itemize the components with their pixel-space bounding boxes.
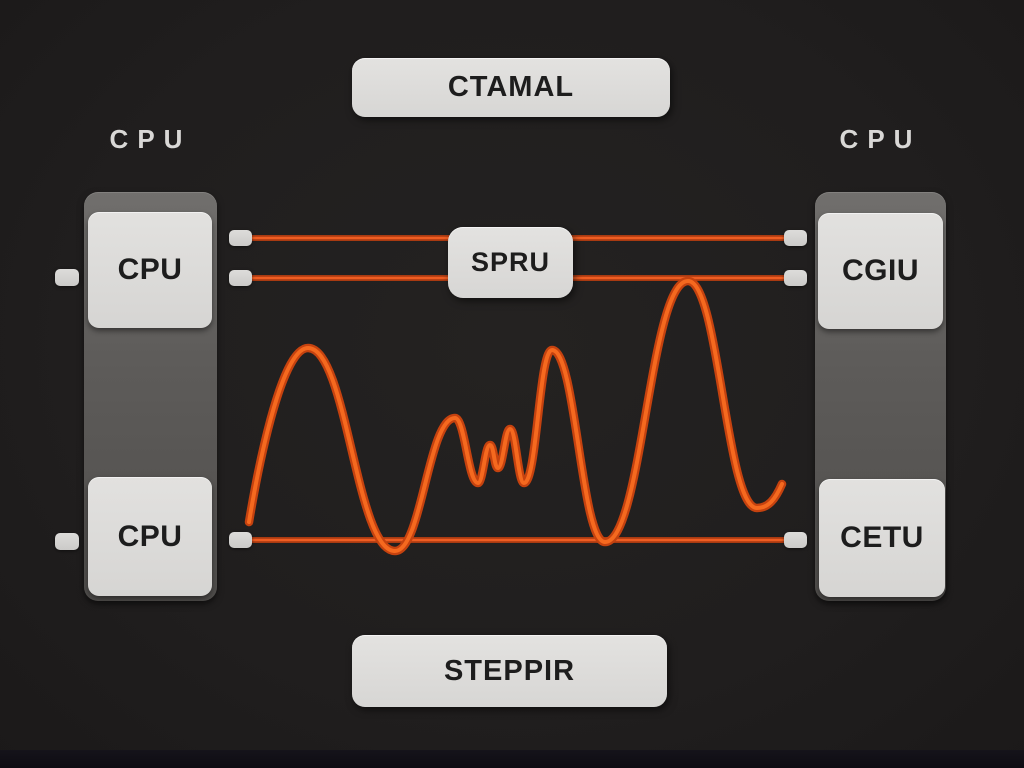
bus-label-text: SPRU [470,247,550,277]
right-column-title: CPU [839,124,922,154]
right-bottom-chip-label: CETU [840,521,924,554]
connector-pin [784,270,807,286]
right-top-chip: CGIU [818,213,943,329]
bottom-edge-strip [0,750,1024,768]
right-bottom-chip: CETU [819,479,945,597]
connector-pin [229,532,252,548]
top-label-text: CTAMAL [447,71,575,103]
top-label-box: CTAMAL [352,58,670,117]
connector-pin [229,230,252,246]
left-top-chip-label: CPU [117,253,183,286]
left-bottom-chip-label: CPU [117,519,183,553]
left-column-title: CPU [109,124,192,154]
bus-label-box: SPRU [448,227,573,298]
connector-pin [55,533,79,550]
bottom-label-box: STEPPIR [352,635,667,707]
bottom-label-text: STEPPIR [443,654,576,687]
connector-pin [229,270,252,286]
connector-pin [784,532,807,548]
right-top-chip-label: CGIU [842,254,919,287]
signal-waveform [244,276,787,556]
left-top-chip: CPU [88,212,212,328]
connector-pin [55,269,79,286]
connector-pin [784,230,807,246]
left-bottom-chip: CPU [88,477,212,596]
